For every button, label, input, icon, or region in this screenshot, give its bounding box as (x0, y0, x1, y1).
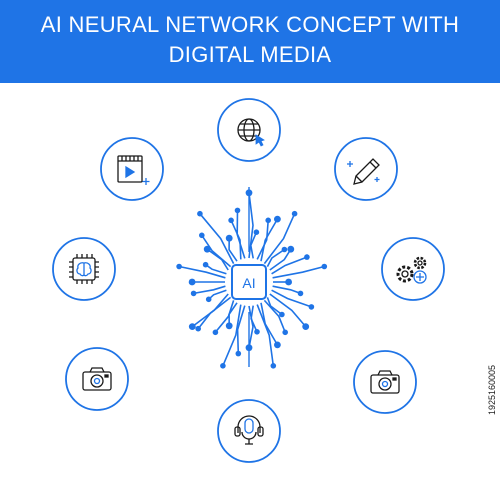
circuit-trace (191, 293, 229, 328)
circuit-node (281, 246, 288, 253)
circuit-trace (256, 304, 275, 366)
circuit-trace (272, 265, 325, 279)
circuit-node (304, 254, 310, 260)
circuit-trace (266, 297, 283, 316)
camera-badge-right (353, 350, 417, 414)
circuit-node (197, 210, 203, 217)
gears-icon (396, 256, 427, 284)
circuit-node (302, 323, 310, 330)
circuit-node (282, 329, 289, 336)
globe-icon (237, 118, 265, 147)
circuit-trace (228, 238, 238, 262)
circuit-node (270, 363, 277, 369)
circuit-trace (263, 299, 286, 333)
circuit-node (274, 341, 281, 349)
circuit-trace (269, 293, 307, 328)
ai-chip-body (231, 264, 267, 300)
circuit-trace (230, 219, 242, 260)
circuit-node (285, 278, 292, 286)
circuit-node (202, 261, 209, 268)
camera-icon (82, 367, 112, 391)
circuit-node (225, 234, 233, 242)
pencil-icon (347, 158, 380, 185)
ai-chip-label: AI (242, 275, 255, 291)
video-player-icon (117, 155, 150, 185)
circuit-node (188, 323, 196, 330)
circuit-node (321, 263, 328, 270)
circuit-node (195, 325, 201, 332)
circuit-trace (208, 289, 227, 300)
circuit-trace (248, 305, 254, 348)
pencil-badge (334, 137, 398, 201)
circuit-node (279, 311, 285, 318)
circuit-node (205, 296, 212, 303)
circuit-node (291, 210, 298, 217)
circuit-trace (272, 285, 301, 295)
circuit-node (235, 350, 242, 357)
brain-chip-icon (69, 254, 99, 284)
circuit-trace (201, 234, 232, 268)
brain-chip-badge (52, 237, 116, 301)
circuit-trace (214, 300, 235, 333)
camera-icon (370, 370, 400, 394)
circuit-node (234, 207, 241, 214)
circuit-node (287, 245, 295, 253)
circuit-trace (236, 305, 246, 354)
circuit-trace (222, 304, 242, 367)
title-banner: AI NEURAL NETWORK CONCEPT WITH DIGITAL M… (0, 0, 500, 83)
ai-chip: AI (231, 264, 267, 300)
circuit-trace (260, 218, 279, 262)
circuit-trace (269, 248, 292, 271)
globe-badge (217, 98, 281, 162)
circuit-trace (271, 256, 308, 275)
circuit-node (220, 363, 226, 369)
brain-circuit (176, 187, 328, 369)
circuit-node (176, 263, 182, 270)
circuit-node (212, 329, 219, 336)
title-line-1: AI NEURAL NETWORK CONCEPT WITH (40, 12, 460, 37)
circuit-node (254, 329, 260, 335)
circuit-node (225, 322, 233, 330)
circuit-node (308, 304, 315, 310)
circuit-node (265, 217, 272, 224)
circuit-trace (199, 213, 235, 264)
circuit-node (203, 245, 211, 253)
microphone-badge (217, 399, 281, 463)
stock-id-text: 1925160005 (487, 364, 497, 416)
gears-badge (381, 237, 445, 301)
circuit-node (253, 229, 260, 235)
circuit-trace (236, 210, 246, 259)
camera-badge-left (65, 347, 129, 411)
circuit-trace (256, 220, 269, 260)
circuit-node (188, 278, 196, 286)
circuit-trace (197, 296, 232, 330)
circuit-trace (193, 285, 226, 295)
circuit-trace (206, 248, 229, 271)
circuit-trace (249, 231, 258, 259)
circuit-trace (228, 302, 238, 326)
circuit-node (199, 232, 205, 239)
video-badge (100, 137, 164, 201)
title-line-2: DIGITAL MEDIA (168, 42, 332, 67)
stock-id-watermark: 1925160005 (486, 0, 498, 500)
circuit-node (297, 290, 304, 297)
circuit-node (274, 215, 281, 223)
circuit-node (228, 217, 234, 224)
microphone-headset-icon (234, 415, 264, 445)
circuit-trace (271, 289, 312, 308)
circuit-trace (178, 265, 226, 279)
circuit-trace (263, 213, 296, 265)
concept-illustration: AI (52, 98, 445, 463)
circuit-trace (266, 248, 285, 267)
circuit-node (190, 290, 197, 297)
